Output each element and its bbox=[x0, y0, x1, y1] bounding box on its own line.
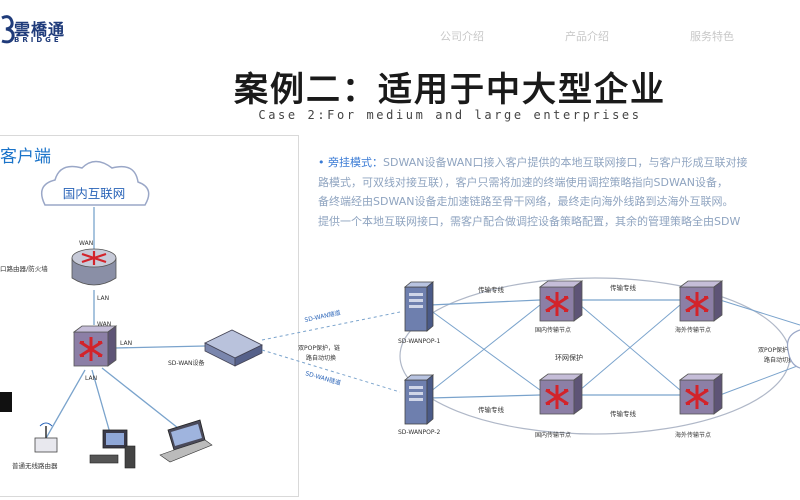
page-title: 案例二：适用于中大型企业 bbox=[234, 70, 666, 110]
overseas-node-2-icon[interactable] bbox=[678, 372, 724, 416]
ring-label: 环网保护 bbox=[555, 353, 583, 362]
link-switch-laptop bbox=[101, 367, 179, 429]
link-switch-sdwan bbox=[114, 345, 206, 349]
description-line-1: • 旁挂模式：SDWAN设备WAN口接入客户提供的本地互联网接口，与客户形成互联… bbox=[318, 156, 748, 169]
dual-pop-label-right-2: 路自动切换 bbox=[764, 356, 794, 364]
pop1-label: SD-WANPOP-1 bbox=[398, 338, 441, 345]
link-label-2: 传输专线 bbox=[610, 283, 637, 292]
pop1-server-icon[interactable] bbox=[404, 281, 434, 332]
tunnel-label-2: SD-WAN隧道 bbox=[304, 369, 341, 387]
desktop-pc-icon[interactable] bbox=[89, 429, 136, 469]
wan-label-1: WAN bbox=[79, 240, 93, 247]
tunnel-label-1: SD-WAN隧道 bbox=[304, 309, 341, 324]
mode-description: • 旁挂模式：SDWAN设备WAN口接入客户提供的本地互联网接口，与客户形成互联… bbox=[318, 153, 800, 231]
overseas-node-1-icon[interactable] bbox=[678, 279, 724, 323]
link-label-1: 传输专线 bbox=[478, 285, 505, 294]
laptop-icon[interactable] bbox=[159, 419, 213, 463]
nav-service-features[interactable]: 服务特色 bbox=[690, 30, 734, 43]
brand-logo[interactable]: 雲橋通 BRIDGE bbox=[0, 14, 110, 48]
link-switch-pc bbox=[91, 369, 113, 441]
internet-cloud-icon bbox=[40, 160, 150, 206]
link-pop2-cn2 bbox=[429, 394, 541, 399]
link-cn2-os1 bbox=[579, 304, 681, 391]
domestic-node-2-icon[interactable] bbox=[538, 372, 584, 416]
domestic-node-1-label: 国内传输节点 bbox=[535, 326, 571, 334]
description-label: 旁挂模式： bbox=[328, 156, 383, 169]
link-pop1-cn2 bbox=[429, 309, 541, 391]
description-line-2: 路模式，可双线对接互联），客户只需将加速的终端使用调控策略指向SDWAN设备， bbox=[318, 175, 728, 189]
domestic-node-1-icon[interactable] bbox=[538, 279, 584, 323]
link-label-4: 传输专线 bbox=[610, 409, 637, 418]
link-pop2-cn1 bbox=[429, 304, 541, 393]
link-label-3: 传输专线 bbox=[478, 405, 505, 414]
bridge-logo-icon bbox=[1, 15, 15, 44]
link-switch-wifi bbox=[44, 369, 86, 441]
pop2-label: SD-WANPOP-2 bbox=[398, 429, 441, 436]
lan-label-3: LAN bbox=[85, 375, 97, 382]
dual-pop-label-left-2: 路自动切换 bbox=[306, 354, 336, 362]
sdwan-device-label: SD-WAN设备 bbox=[168, 359, 205, 367]
nav-product-intro[interactable]: 产品介绍 bbox=[565, 30, 609, 43]
wifi-router-icon[interactable] bbox=[34, 422, 58, 453]
sdwan-tunnel-2 bbox=[261, 349, 401, 393]
cloud-label: 国内互联网 bbox=[63, 186, 126, 201]
overseas-cloud-icon bbox=[786, 329, 800, 369]
client-switch-icon[interactable] bbox=[72, 324, 118, 368]
domestic-node-2-label: 国内传输节点 bbox=[535, 431, 571, 439]
link-os2-out bbox=[719, 364, 800, 396]
dual-pop-label-left-1: 双POP保护，链 bbox=[298, 344, 340, 352]
lan-label-2: LAN bbox=[120, 340, 132, 347]
ring-network bbox=[399, 277, 791, 435]
overseas-node-2-label: 海外传输节点 bbox=[675, 431, 711, 439]
router-icon[interactable] bbox=[71, 248, 117, 286]
client-heading: 客户端 bbox=[0, 147, 51, 167]
description-line-3: 备终端经由SDWAN设备走加速链路至骨干网络，最终走向海外线路到达海外互联网。 bbox=[318, 195, 734, 208]
nav-company-intro[interactable]: 公司介绍 bbox=[440, 30, 484, 43]
lan-label-1: LAN bbox=[97, 295, 109, 302]
black-block bbox=[0, 392, 12, 412]
sdwan-device-icon[interactable] bbox=[204, 329, 263, 367]
page-subtitle: Case 2:For medium and large enterprises bbox=[258, 108, 642, 122]
router-label: 口路由器/防火墙 bbox=[0, 264, 48, 273]
wan-label-2: WAN bbox=[97, 321, 111, 328]
dual-pop-label-right-1: 双POP保护，链 bbox=[758, 346, 800, 354]
logo-text-cn: 雲橋通 bbox=[14, 20, 66, 39]
link-os1-out bbox=[719, 299, 800, 326]
wifi-router-label: 普通无线路由器 bbox=[12, 461, 58, 470]
pop2-server-icon[interactable] bbox=[404, 374, 434, 425]
overseas-node-1-label: 海外传输节点 bbox=[675, 326, 711, 334]
link-pop1-cn1 bbox=[429, 299, 541, 306]
logo-text-en: BRIDGE bbox=[14, 36, 62, 44]
description-line-4: 提供一个本地互联网接口，需客户配合做调控设备策略配置，其余的管理策略全由SDW bbox=[318, 214, 741, 228]
